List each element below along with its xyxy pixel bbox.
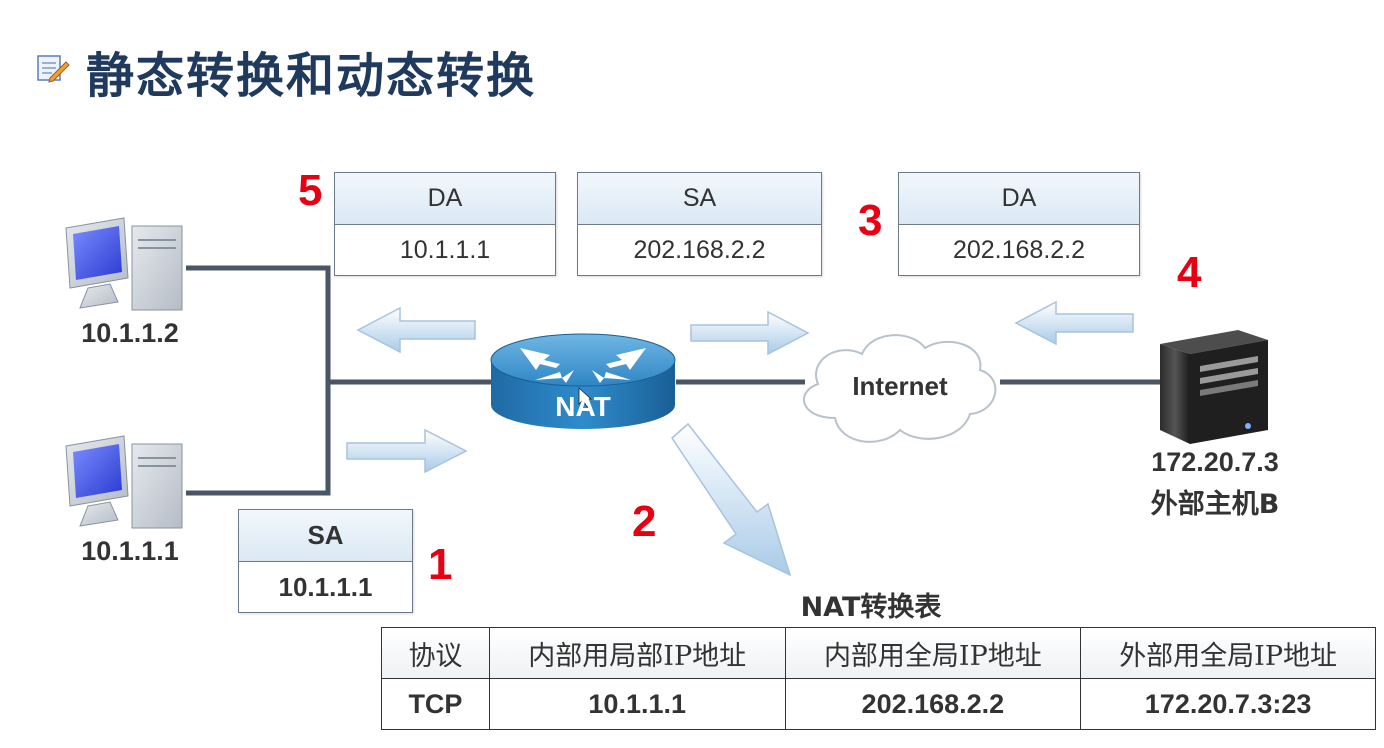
page-title: 静态转换和动态转换 [86, 48, 537, 104]
nat-table-header-outside-global: 外部用全局IP地址 [1080, 627, 1376, 679]
step-3-label: 3 [858, 196, 883, 245]
step-5-label: 5 [298, 166, 323, 215]
packet5-sa-box: SA 202.168.2.2 [577, 172, 822, 276]
nat-table-header-protocol: 协议 [381, 627, 490, 679]
packet5-da-header: DA [335, 173, 555, 225]
pc-top-icon [65, 217, 183, 311]
packet5-da-box: DA 10.1.1.1 [334, 172, 556, 276]
server-name-label: 外部主机B [1150, 489, 1280, 520]
network-links [186, 265, 1160, 496]
step-4-label: 4 [1177, 248, 1202, 297]
flow-arrow-left-to-pc [356, 306, 476, 354]
table-row: TCP 10.1.1.1 202.168.2.2 172.20.7.3:23 [381, 678, 1376, 730]
notepad-pencil-icon [37, 55, 70, 83]
nat-table-header-inside-local: 内部用局部IP地址 [488, 627, 786, 679]
pc-bottom-icon [65, 435, 183, 529]
packet3-da-value: 202.168.2.2 [952, 236, 1086, 264]
packet3-da-box: DA 202.168.2.2 [898, 172, 1140, 276]
nat-table-cell-outside-global: 172.20.7.3:23 [1080, 678, 1376, 730]
packet1-sa-box: SA 10.1.1.1 [238, 509, 413, 613]
step-2-label: 2 [632, 497, 657, 546]
packet3-da-header: DA [899, 173, 1139, 225]
pc-bottom-ip-label: 10.1.1.1 [81, 536, 179, 566]
step-1-label: 1 [428, 540, 453, 589]
server-icon [1160, 330, 1268, 444]
flow-arrow-right-from-pc [346, 428, 468, 474]
nat-table-cell-inside-global: 202.168.2.2 [784, 678, 1082, 730]
nat-table-cell-protocol: TCP [381, 678, 490, 730]
router-label: NAT [555, 391, 611, 422]
packet5-sa-value: 202.168.2.2 [633, 236, 766, 264]
packet5-da-value: 10.1.1.1 [399, 236, 491, 264]
nat-table-cell-inside-local: 10.1.1.1 [488, 678, 786, 730]
flow-arrow-right-to-internet [690, 310, 810, 356]
nat-table-title: NAT转换表 [800, 592, 942, 623]
nat-router-icon [490, 333, 676, 429]
cloud-label: Internet [852, 371, 948, 401]
nat-translation-table: 协议 内部用局部IP地址 内部用全局IP地址 外部用全局IP地址 TCP 10.… [381, 627, 1376, 730]
packet1-sa-value: 10.1.1.1 [278, 572, 373, 602]
server-ip-label: 172.20.7.3 [1151, 447, 1279, 477]
pc-top-ip-label: 10.1.1.2 [81, 318, 179, 348]
internet-cloud-icon [802, 334, 997, 443]
flow-arrow-to-nat-table [671, 422, 792, 577]
flow-arrow-left-from-server [1014, 300, 1134, 346]
packet1-sa-header: SA [239, 510, 412, 562]
nat-table-header-row: 协议 内部用局部IP地址 内部用全局IP地址 外部用全局IP地址 [381, 627, 1376, 679]
packet5-sa-header: SA [578, 173, 821, 225]
nat-table-header-inside-global: 内部用全局IP地址 [784, 627, 1082, 679]
